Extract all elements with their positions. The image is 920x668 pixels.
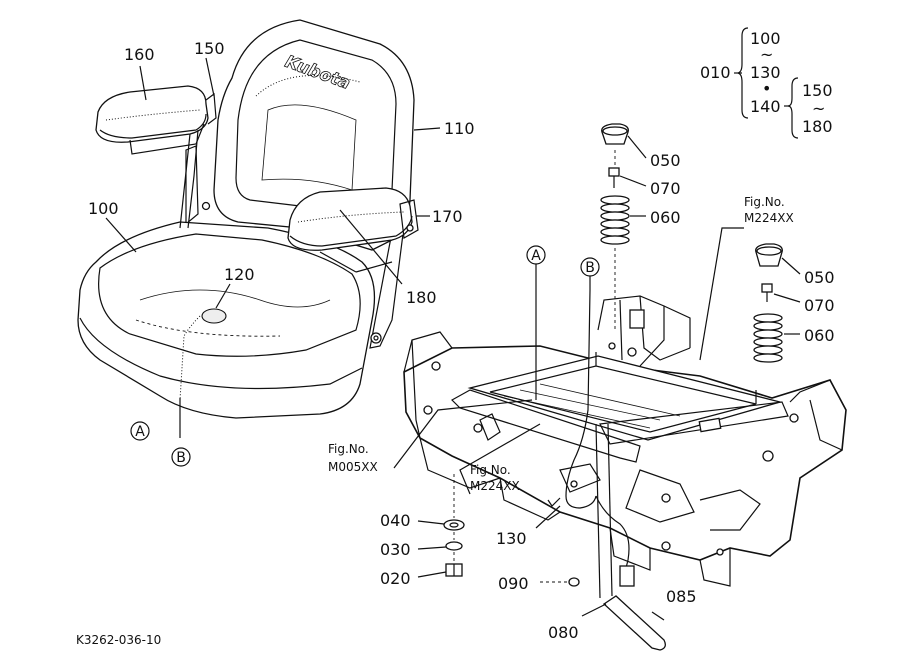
label-020: 020 [380,569,411,588]
callout-B-left-text: B [176,450,186,466]
clip-090 [540,577,580,587]
suspension-stack-right [753,243,801,363]
label-085: 085 [666,587,697,606]
seat-slide-plate [467,355,783,441]
label-050-right: 050 [804,268,835,287]
seat-switch [201,308,227,324]
range-tilde-2: ~ [812,99,825,118]
callout-B-right-text: B [585,260,595,276]
bolt-020 [417,563,463,578]
label-050-center: 050 [650,151,681,170]
callout-B-left: B [171,447,191,467]
callout-B-right: B [580,257,600,277]
label-130: 130 [496,529,527,548]
label-060-center: 060 [650,208,681,227]
label-120: 120 [224,265,255,284]
fig-ref-2-label: Fig.No. [328,442,369,456]
range-100: 100 [750,29,781,48]
fig-ref-3-code: M224XX [470,479,520,493]
diagram-code: K3262-036-10 [76,633,161,647]
label-080: 080 [548,623,579,642]
fig-ref-2-code: M005XX [328,460,378,474]
label-030: 030 [380,540,411,559]
seat-side-frame-left [185,145,199,226]
pin-085 [651,611,665,621]
fig-ref-3: Fig.No. M224XX [470,463,520,493]
fig-ref-3-label: Fig.No. [470,463,511,477]
callout-A-left: A [130,421,150,441]
washer-040 [443,519,465,531]
range-130: 130 [750,63,781,82]
label-180: 180 [406,288,437,307]
label-170: 170 [432,207,463,226]
range-dot: • [762,79,771,98]
range-180: 180 [802,117,833,136]
label-070-center: 070 [650,179,681,198]
label-040: 040 [380,511,411,530]
callout-A-right-text: A [531,248,541,264]
callout-A-right: A [526,245,546,265]
label-110: 110 [444,119,475,138]
spring-washer-030 [445,541,463,551]
hardware-stack-left [417,474,465,578]
seat-mounting-frame [403,295,847,587]
label-150: 150 [194,39,225,58]
label-100: 100 [88,199,119,218]
bolt-070-center [608,167,620,177]
seat-adjust-lever-080 [581,423,666,651]
armrest-right [287,187,413,251]
label-010: 010 [700,63,731,82]
suspension-stack-center [600,123,647,330]
range-150: 150 [802,81,833,100]
fig-ref-1: Fig.No. M224XX [744,195,794,225]
callout-A-left-text: A [135,424,145,440]
bolt-070-right [761,283,773,293]
seat-rail-right [599,401,789,445]
spring-060-center [600,195,630,245]
range-140: 140 [750,97,781,116]
label-090: 090 [498,574,529,593]
fig-ref-2: Fig.No. M005XX [328,442,378,474]
seat-cushion-top [98,233,361,357]
armrest-left [95,85,209,143]
part-labels: 160 150 110 100 170 120 180 050 070 060 … [88,39,835,642]
label-060-right: 060 [804,326,835,345]
seat-assembly: Kubota [77,19,419,438]
wire-harness-130 [535,289,635,587]
fig-ref-1-code: M224XX [744,211,794,225]
label-070-right: 070 [804,296,835,315]
fig-ref-1-label: Fig.No. [744,195,785,209]
label-160: 160 [124,45,155,64]
seat-cushion [77,221,376,419]
spring-060-right [753,313,783,363]
range-key: 010 100 ~ 130 • 140 150 ~ 180 [700,27,833,139]
range-tilde-1: ~ [760,45,773,64]
